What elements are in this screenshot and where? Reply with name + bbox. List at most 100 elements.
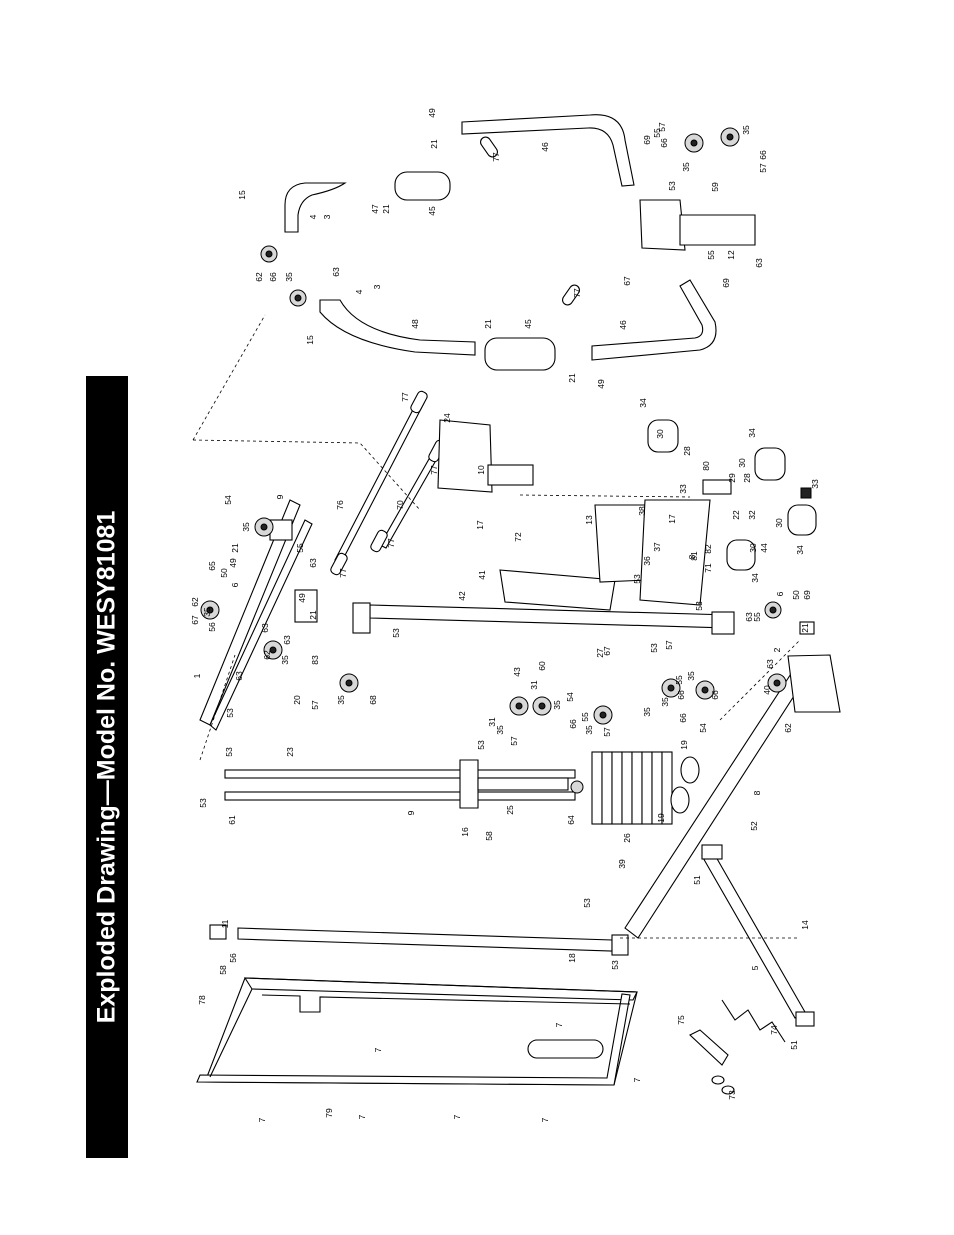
callout-31: 31 [487, 717, 497, 727]
endcap-51-lower [795, 1011, 815, 1027]
callout-67: 67 [190, 615, 200, 625]
callout-80: 80 [701, 461, 711, 471]
pulley-hub-j [690, 139, 698, 147]
callout-71: 71 [703, 563, 713, 573]
callout-3: 3 [372, 284, 382, 289]
callout-53: 53 [694, 601, 704, 611]
callout-35: 35 [681, 162, 691, 172]
callout-25: 25 [505, 805, 515, 815]
dash-line-d [519, 494, 691, 498]
callout-35: 35 [284, 272, 294, 282]
callout-33: 33 [678, 484, 688, 494]
press-arm-47-top [284, 182, 347, 233]
callout-82: 82 [703, 544, 713, 554]
clip-73-a [711, 1075, 725, 1085]
leg-lever-29 [702, 479, 732, 495]
callout-53: 53 [649, 643, 659, 653]
pivot-bracket [639, 199, 686, 251]
callout-69: 69 [802, 590, 812, 600]
back-pad-24 [437, 419, 493, 493]
callout-4: 4 [354, 289, 364, 294]
press-arm-46-lower [591, 279, 717, 361]
callout-35: 35 [686, 671, 696, 681]
callout-35: 35 [552, 700, 562, 710]
callout-53: 53 [476, 740, 486, 750]
callout-51: 51 [692, 875, 702, 885]
callout-45: 45 [427, 206, 437, 216]
front-upright [352, 602, 735, 635]
callout-50: 50 [219, 568, 229, 578]
callout-30: 30 [737, 458, 747, 468]
press-bracket [260, 127, 756, 307]
callout-36: 36 [642, 556, 652, 566]
callout-7: 7 [373, 1047, 383, 1052]
callout-6: 6 [775, 591, 785, 596]
callout-63: 63 [744, 612, 754, 622]
roller-30-a [647, 419, 679, 453]
callout-57: 57 [509, 736, 519, 746]
callout-35: 35 [241, 522, 251, 532]
dash-line-f [719, 639, 801, 721]
callout-21: 21 [429, 139, 439, 149]
callout-6: 6 [230, 582, 240, 587]
pulley-hub-g [599, 711, 607, 719]
callout-16: 16 [460, 827, 470, 837]
callout-63: 63 [765, 659, 775, 669]
pulley-hub-c [269, 646, 277, 654]
callout-23: 23 [285, 747, 295, 757]
callout-19: 19 [679, 740, 689, 750]
pulley-hub-k [726, 133, 734, 141]
callout-38: 38 [637, 506, 647, 516]
grip-77-e [480, 136, 498, 158]
callout-24: 24 [442, 413, 452, 423]
callout-77: 77 [491, 152, 501, 162]
base-frame-tube-5 [701, 849, 806, 1019]
guide-rod-upper [224, 769, 576, 779]
base-frame [624, 621, 841, 1027]
press-arm-46-upper [461, 114, 635, 187]
callout-26: 26 [622, 833, 632, 843]
callout-55: 55 [652, 128, 662, 138]
callout-42: 42 [457, 591, 467, 601]
callout-53: 53 [667, 181, 677, 191]
callout-21: 21 [308, 610, 318, 620]
leg-frame [639, 499, 711, 606]
callout-66: 66 [678, 713, 688, 723]
roller-pad-45-upper [394, 171, 451, 201]
weight-plate-1 [591, 751, 603, 825]
callout-35: 35 [202, 607, 212, 617]
callout-76: 76 [335, 500, 345, 510]
grip-77-a [410, 390, 428, 414]
callout-54: 54 [565, 692, 575, 702]
selector-rod-25 [477, 777, 569, 791]
callout-79: 79 [324, 1108, 334, 1118]
callout-39: 39 [617, 859, 627, 869]
roller-30-c [726, 539, 756, 571]
callout-49: 49 [596, 379, 606, 389]
shroud-top-cap [196, 993, 631, 1086]
callout-53: 53 [610, 960, 620, 970]
pulley-hub-base [769, 606, 777, 614]
callout-55: 55 [674, 675, 684, 685]
callout-30: 30 [748, 543, 758, 553]
callout-40: 40 [762, 685, 772, 695]
roller-30-b [754, 447, 786, 481]
callout-77: 77 [400, 392, 410, 402]
rear-upright [209, 924, 629, 956]
roller-pad-45-lower [484, 337, 556, 371]
callout-35: 35 [642, 707, 652, 717]
callout-49: 49 [228, 558, 238, 568]
top-frame-cross [294, 589, 318, 623]
callout-63: 63 [282, 635, 292, 645]
callout-61: 61 [227, 815, 237, 825]
callout-56: 56 [228, 953, 238, 963]
callout-1: 1 [192, 673, 202, 678]
callout-46: 46 [618, 320, 628, 330]
callout-7: 7 [554, 1022, 564, 1027]
callout-57: 57 [602, 727, 612, 737]
weight-plate-2 [601, 751, 613, 825]
panel-fold-line [209, 988, 253, 1078]
weight-plate-4 [621, 751, 633, 825]
callout-34: 34 [750, 573, 760, 583]
